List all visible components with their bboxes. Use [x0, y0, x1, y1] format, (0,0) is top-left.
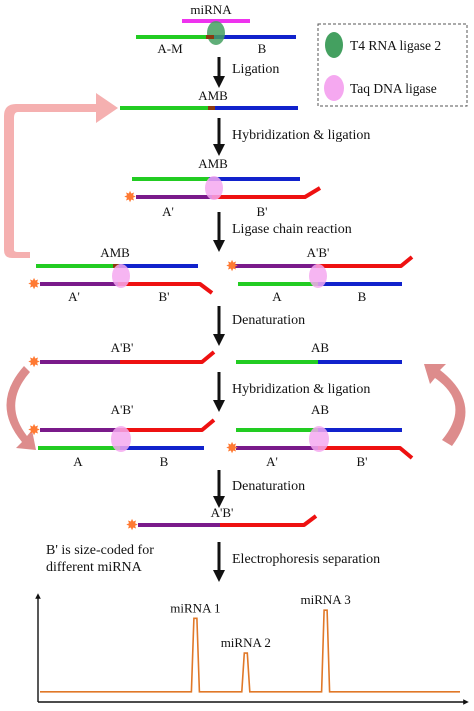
- row-second-left: A'B' ✸ A B: [28, 402, 216, 469]
- label-b-3: B: [160, 454, 169, 469]
- row-amb-hybrid: AMB ✸ A' B': [124, 156, 322, 219]
- fluor-star-2: ✸: [28, 277, 41, 293]
- label-b-prime-3: B': [356, 454, 367, 469]
- row-lcr-left: AMB ✸ A' B': [28, 245, 214, 304]
- label-a-prime-b-prime-2: A'B': [111, 340, 134, 355]
- peak-label-1: miRNA 1: [170, 600, 220, 615]
- taq-ligase-enzyme-1: [205, 176, 223, 200]
- t4-ligase-swatch: [325, 32, 343, 58]
- taq-ligase-enzyme-2: [112, 264, 130, 288]
- taq-ligase-enzyme-3: [309, 264, 327, 288]
- taq-ligase-enzyme-5: [309, 426, 329, 452]
- label-amb-1: AMB: [198, 88, 228, 103]
- label-amb-2: AMB: [198, 156, 228, 171]
- label-a-prime-b-prime-1: A'B': [307, 245, 330, 260]
- row-final-product: A'B' ✸: [126, 505, 318, 534]
- label-a-prime-3: A': [266, 454, 278, 469]
- side-arrow-right: [424, 364, 466, 446]
- fluor-star-4: ✸: [28, 355, 41, 371]
- legend-t4-label: T4 RNA ligase 2: [350, 38, 441, 53]
- row-lcr-right: A'B' ✸ A B: [226, 245, 414, 304]
- label-a-m: A-M: [157, 41, 183, 56]
- label-a-2: A: [73, 454, 83, 469]
- legend: T4 RNA ligase 2 Taq DNA ligase: [317, 23, 468, 107]
- label-amb-3: AMB: [100, 245, 130, 260]
- label-ab-1: AB: [311, 340, 329, 355]
- row-mirna-template: miRNA A-M B: [136, 2, 296, 56]
- label-a-prime-b-prime-3: A'B': [111, 402, 134, 417]
- row-second-right: AB ✸ A' B': [226, 402, 414, 469]
- taq-ligase-enzyme-4: [111, 426, 131, 452]
- label-ab-2: AB: [311, 402, 329, 417]
- label-a-prime-2: A': [68, 289, 80, 304]
- label-a-1: A: [272, 289, 282, 304]
- lcr-right-red: [316, 255, 414, 268]
- hybrid-red-strand: [212, 186, 322, 199]
- label-b-prime-2: B': [158, 289, 169, 304]
- step-ligation: Ligation: [232, 62, 279, 77]
- legend-taq-label: Taq DNA ligase: [350, 81, 437, 96]
- row-amb: AMB: [120, 88, 298, 110]
- step-denaturation-1: Denaturation: [232, 313, 305, 328]
- final-red: [220, 514, 318, 527]
- lcr-left-red: [118, 282, 214, 295]
- fluor-star-3: ✸: [226, 259, 239, 275]
- ss-left-red: [120, 350, 216, 364]
- mirna-label: miRNA: [190, 2, 232, 17]
- taq-ligase-swatch: [324, 75, 344, 101]
- label-b: B: [258, 41, 267, 56]
- row-single-strands: A'B' ✸ AB: [28, 340, 402, 371]
- note-line-2: different miRNA: [46, 560, 143, 575]
- fluor-star-7: ✸: [126, 518, 139, 534]
- recycle-loop-arrow: [4, 93, 118, 258]
- chart-peak-labels: miRNA 1 miRNA 2 miRNA 3: [170, 592, 350, 650]
- sr-red: [318, 446, 414, 460]
- label-b-prime-1: B': [256, 204, 267, 219]
- fluor-star-1: ✸: [124, 190, 137, 206]
- fluor-star-6: ✸: [226, 441, 239, 457]
- label-a-prime-b-prime-4: A'B': [211, 505, 234, 520]
- step-hybridization-2: Hybridization & ligation: [232, 382, 370, 397]
- peak-label-3: miRNA 3: [300, 592, 350, 607]
- side-arrow-left: [6, 366, 36, 450]
- step-lcr: Ligase chain reaction: [232, 222, 352, 237]
- fluor-star-5: ✸: [28, 423, 41, 439]
- note-line-1: B' is size-coded for: [46, 543, 154, 558]
- step-denaturation-2: Denaturation: [232, 479, 305, 494]
- peak-label-2: miRNA 2: [221, 635, 271, 650]
- label-a-prime-1: A': [162, 204, 174, 219]
- step-hybridization-1: Hybridization & ligation: [232, 128, 370, 143]
- t4-ligase-enzyme: [207, 21, 225, 45]
- chart-trace: [40, 609, 460, 693]
- label-b-2: B: [358, 289, 367, 304]
- electropherogram-chart: miRNA 1 miRNA 2 miRNA 3: [35, 592, 469, 705]
- step-electrophoresis: Electrophoresis separation: [232, 552, 380, 567]
- sl-red: [120, 418, 216, 432]
